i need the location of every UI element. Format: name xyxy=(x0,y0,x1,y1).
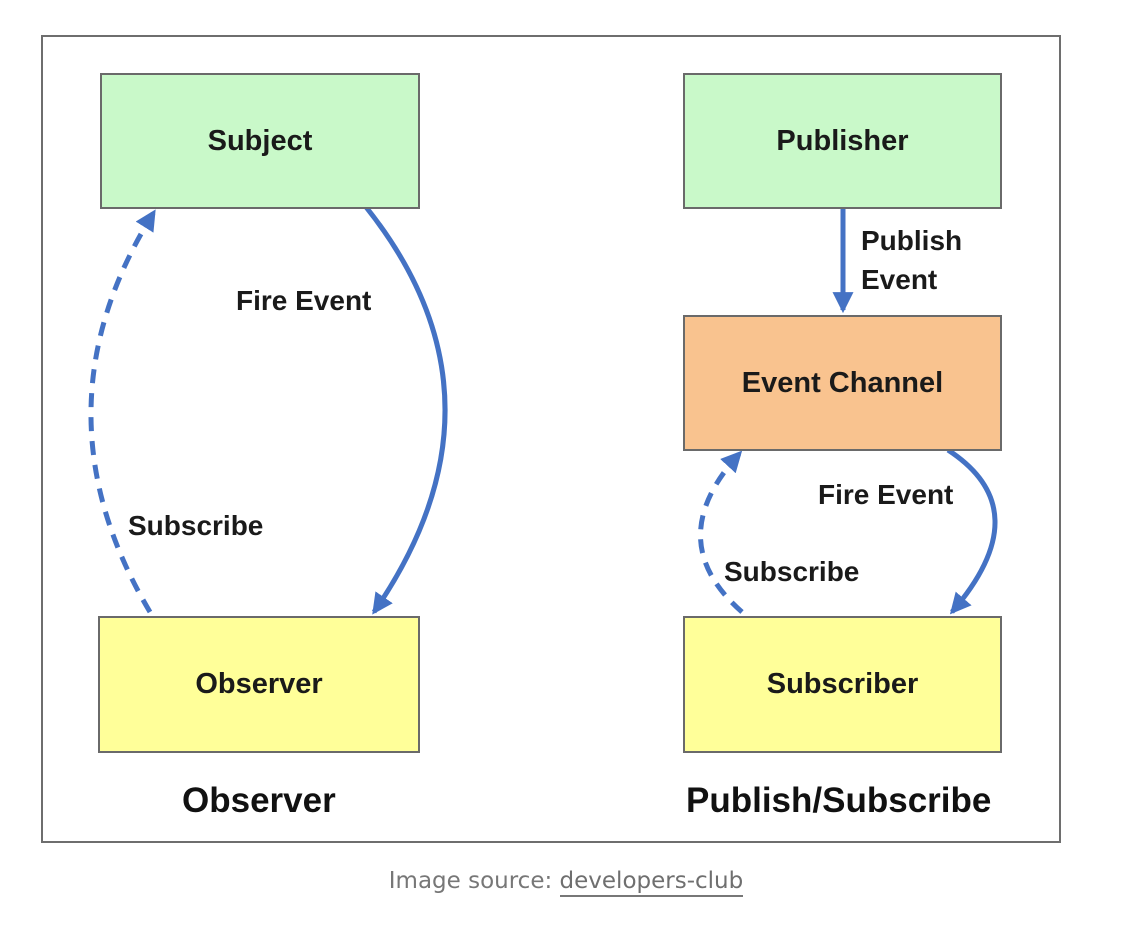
event-channel-label: Event Channel xyxy=(741,366,944,399)
observer-caption: Observer xyxy=(182,781,336,820)
subscriber-box: Subscriber xyxy=(683,616,1002,753)
image-source-link[interactable]: developers-club xyxy=(559,868,744,897)
publisher-box: Publisher xyxy=(683,73,1002,209)
subject-box: Subject xyxy=(100,73,420,209)
pubsub-subscribe-arrow xyxy=(698,450,744,614)
observer-subscribe-label: Subscribe xyxy=(128,510,264,541)
event-channel-box: Event Channel xyxy=(683,315,1002,451)
pubsub-subscribe-label: Subscribe xyxy=(724,556,860,587)
subscriber-label: Subscriber xyxy=(766,668,919,700)
observer-label: Observer xyxy=(195,668,323,700)
publish-event-line2: Event xyxy=(861,264,938,295)
observer-fire-event-arrow xyxy=(364,205,448,615)
observer-fire-event-label: Fire Event xyxy=(236,285,372,316)
image-source-prefix: Image source: xyxy=(388,868,560,894)
pubsub-fire-event-arrow xyxy=(946,447,998,615)
publish-event-label: Publish Event xyxy=(861,221,962,299)
pubsub-caption: Publish/Subscribe xyxy=(686,781,992,820)
publish-event-line1: Publish xyxy=(861,225,963,256)
publisher-label: Publisher xyxy=(776,124,909,157)
subject-label: Subject xyxy=(207,124,313,157)
observer-box: Observer xyxy=(98,616,420,753)
pubsub-fire-event-label: Fire Event xyxy=(818,479,954,510)
observer-subscribe-arrow xyxy=(88,209,157,614)
image-source: Image source: developers-club xyxy=(0,868,1132,897)
